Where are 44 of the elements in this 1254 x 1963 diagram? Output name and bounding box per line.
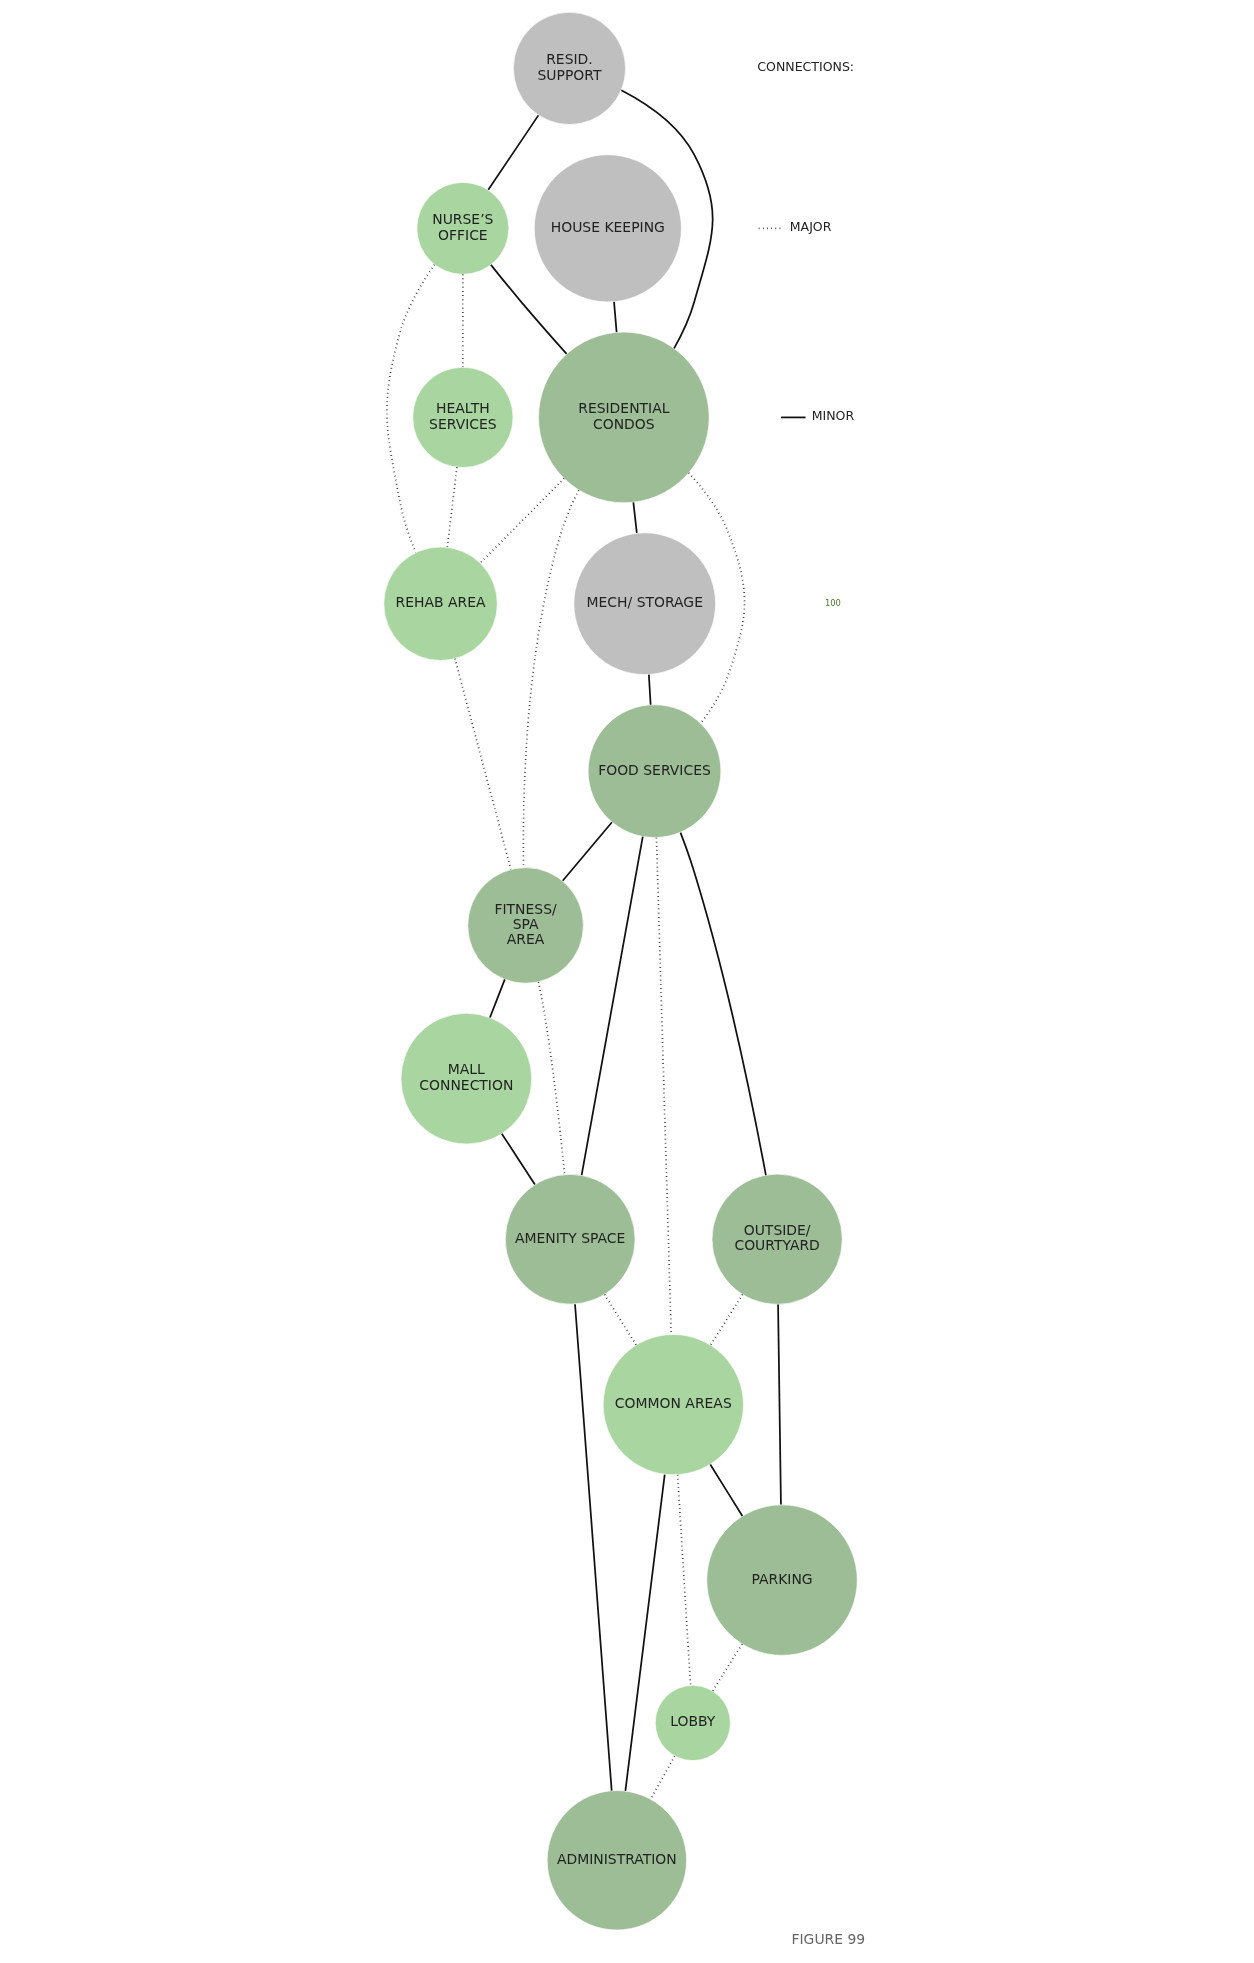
connector xyxy=(708,1463,743,1517)
connector xyxy=(624,1473,666,1792)
connector xyxy=(711,1643,743,1692)
connector xyxy=(620,89,713,350)
connector xyxy=(445,466,458,549)
connector xyxy=(687,472,745,725)
connector xyxy=(573,1303,613,1792)
legend-label: MAJOR xyxy=(789,219,831,235)
node-circle: OUTSIDE/ COURTYARD xyxy=(711,1173,843,1305)
node-circle: RESID. SUPPORT xyxy=(512,11,626,125)
node-circle: PARKING xyxy=(705,1504,858,1656)
node-circle: REHAB AREA xyxy=(382,546,498,661)
node-circle: RESIDENTIAL CONDOS xyxy=(537,331,710,504)
connector xyxy=(486,114,539,191)
node-circle: FOOD SERVICES xyxy=(587,704,721,838)
node-circle: AMENITY SPACE xyxy=(504,1173,635,1305)
connector xyxy=(647,673,651,706)
node-circle: NURSE’S OFFICE xyxy=(416,182,509,275)
caption: FIGURE 99 xyxy=(791,1930,865,1947)
connector xyxy=(500,1132,536,1186)
label: CONNECTIONS: xyxy=(756,59,854,75)
legend-label: MINOR xyxy=(811,408,854,424)
node-circle: HEALTH SERVICES xyxy=(411,366,513,468)
node-circle: MALL CONNECTION xyxy=(400,1012,532,1145)
connector xyxy=(709,1293,743,1346)
node-circle: LOBBY xyxy=(654,1685,731,1761)
node-circle: HOUSE KEEPING xyxy=(533,154,682,303)
label: 100 xyxy=(824,597,841,608)
connector xyxy=(461,273,464,368)
connector xyxy=(679,831,767,1176)
node-circle: ADMINISTRATION xyxy=(546,1790,687,1931)
connector xyxy=(580,835,644,1176)
connector xyxy=(612,301,617,333)
node-circle: MECH/ STORAGE xyxy=(573,532,716,675)
connector xyxy=(488,978,506,1019)
node-circle: COMMON AREAS xyxy=(602,1334,744,1476)
connector xyxy=(561,821,613,882)
connector xyxy=(649,1755,675,1800)
connector xyxy=(489,263,567,355)
connector xyxy=(537,981,565,1176)
connector xyxy=(632,501,638,534)
connector xyxy=(603,1293,637,1346)
connector xyxy=(776,1303,782,1506)
node-circle: FITNESS/ SPA AREA xyxy=(466,867,584,984)
